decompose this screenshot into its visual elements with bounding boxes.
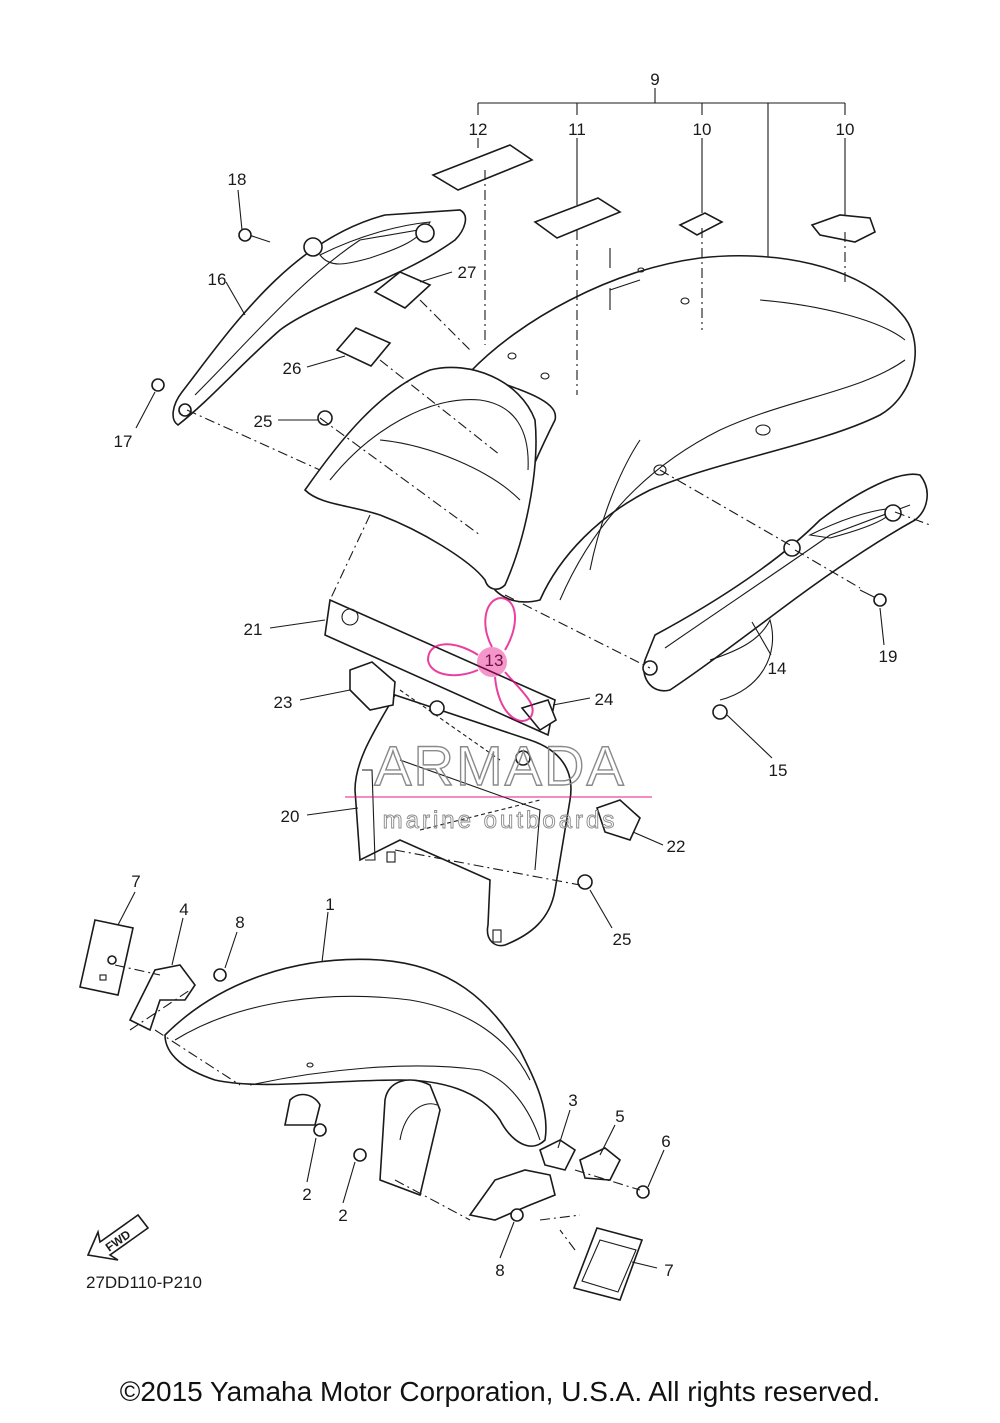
- callout-20: 20: [281, 807, 300, 826]
- callout-19a: 18: [228, 170, 247, 189]
- callout-21: 21: [244, 620, 263, 639]
- callout-18: 17: [114, 432, 133, 451]
- reflector-brackets: [128, 964, 622, 1221]
- callout-9-bracket: [477, 88, 846, 262]
- assembly-lines: [114, 170, 931, 1251]
- callout-7b: 7: [664, 1261, 673, 1280]
- callout-26: 26: [283, 359, 302, 378]
- callout-14: 13: [485, 651, 504, 670]
- callout-19b: 19: [879, 647, 898, 666]
- callout-8b: 8: [495, 1261, 504, 1280]
- copyright-notice: ©2015 Yamaha Motor Corporation, U.S.A. A…: [119, 1376, 881, 1407]
- front-fender: [164, 958, 547, 1147]
- callout-22: 22: [667, 837, 686, 856]
- inner-fender: [303, 366, 537, 590]
- watermark-tagline: marine outboards: [383, 807, 618, 834]
- plate: [324, 598, 556, 737]
- callout-2a: 2: [302, 1185, 311, 1204]
- callout-25a: 25: [254, 412, 273, 431]
- callout-13: 12: [469, 120, 488, 139]
- fender-stay: [354, 694, 572, 947]
- callout-23: 23: [274, 693, 293, 712]
- callout-1: 1: [325, 895, 334, 914]
- drawing-code: 27DD110-P210: [86, 1273, 202, 1292]
- front-fender-stay: [284, 1079, 441, 1197]
- callout-8a: 8: [235, 913, 244, 932]
- reflectors: [79, 919, 644, 1301]
- callout-9: 9: [650, 70, 659, 89]
- fasteners: [107, 228, 887, 1222]
- emblems: [335, 144, 876, 367]
- callout-12: 11: [568, 120, 586, 139]
- callout-25b: 25: [613, 930, 632, 949]
- callout-4: 4: [179, 900, 188, 919]
- fwd-arrow-icon: FWD: [86, 1213, 150, 1261]
- watermark: ARMADA marine outboards: [345, 596, 652, 834]
- callout-16: 15: [769, 761, 788, 780]
- callout-24: 24: [595, 690, 614, 709]
- callout-27: 27: [458, 263, 477, 282]
- callout-5: 5: [615, 1107, 624, 1126]
- callout-3: 3: [568, 1091, 577, 1110]
- damper-blocks: [349, 661, 641, 841]
- callout-15: 14: [768, 659, 787, 678]
- callout-6: 6: [661, 1132, 670, 1151]
- callout-11: 10: [836, 120, 855, 139]
- leader-lines: [117, 138, 885, 1269]
- callout-labels: 9 12 11 10 10 18 16 27 26 25 17 21 13 23…: [114, 70, 898, 1280]
- callout-17: 16: [208, 270, 227, 289]
- watermark-brand: ARMADA: [374, 734, 626, 797]
- callout-10: 10: [693, 120, 712, 139]
- rear-fender: [468, 248, 916, 603]
- callout-7a: 7: [131, 872, 140, 891]
- callout-2b: 2: [338, 1206, 347, 1225]
- propeller-logo-icon: [426, 596, 534, 722]
